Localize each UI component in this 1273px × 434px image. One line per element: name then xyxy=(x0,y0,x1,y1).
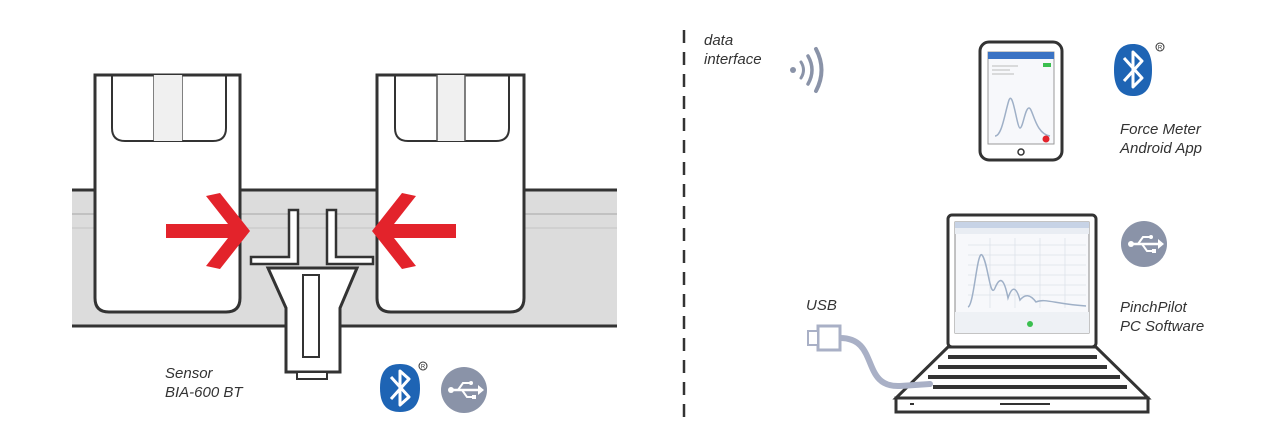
force-arrow-left xyxy=(166,193,250,269)
tablet-icon xyxy=(978,40,1064,162)
pinch-device-illustration xyxy=(72,73,617,380)
sensor-bluetooth-icon xyxy=(380,364,420,412)
sensor-window xyxy=(302,274,320,358)
data-interface-label: data interface xyxy=(704,31,762,69)
app-label-line1: Force Meter xyxy=(1120,121,1201,138)
svg-text:R: R xyxy=(1158,46,1163,52)
sensor-left-bracket xyxy=(249,208,300,266)
software-usb-icon xyxy=(1121,221,1167,267)
software-label-line2: PC Software xyxy=(1120,318,1205,335)
right-jaw xyxy=(375,73,526,314)
svg-text:R: R xyxy=(421,365,426,371)
usb-cable-icon xyxy=(807,324,933,390)
sensor-usb-icon xyxy=(441,367,487,413)
app-label-line2: Android App xyxy=(1120,140,1203,157)
sensor-label-line2: BIA-600 BT xyxy=(165,384,243,401)
software-label-line1: PinchPilot xyxy=(1120,299,1187,316)
registered-mark-icon: R xyxy=(1155,42,1165,52)
usb-label: USB xyxy=(806,297,837,314)
left-jaw xyxy=(93,73,242,314)
wireless-signal-icon xyxy=(790,47,824,93)
laptop-icon xyxy=(892,213,1152,414)
sensor-label-line1: Sensor xyxy=(165,365,213,382)
sensor-label: Sensor BIA-600 BT xyxy=(165,364,243,402)
force-arrow-right xyxy=(372,193,456,269)
app-label: Force Meter Android App xyxy=(1120,120,1202,158)
sensor-right-bracket xyxy=(325,208,375,266)
data-interface-line2: interface xyxy=(704,51,762,68)
data-interface-line1: data xyxy=(704,32,734,49)
app-bluetooth-icon xyxy=(1114,44,1152,96)
registered-mark-icon: R xyxy=(418,361,428,371)
software-label: PinchPilot PC Software xyxy=(1120,298,1204,336)
